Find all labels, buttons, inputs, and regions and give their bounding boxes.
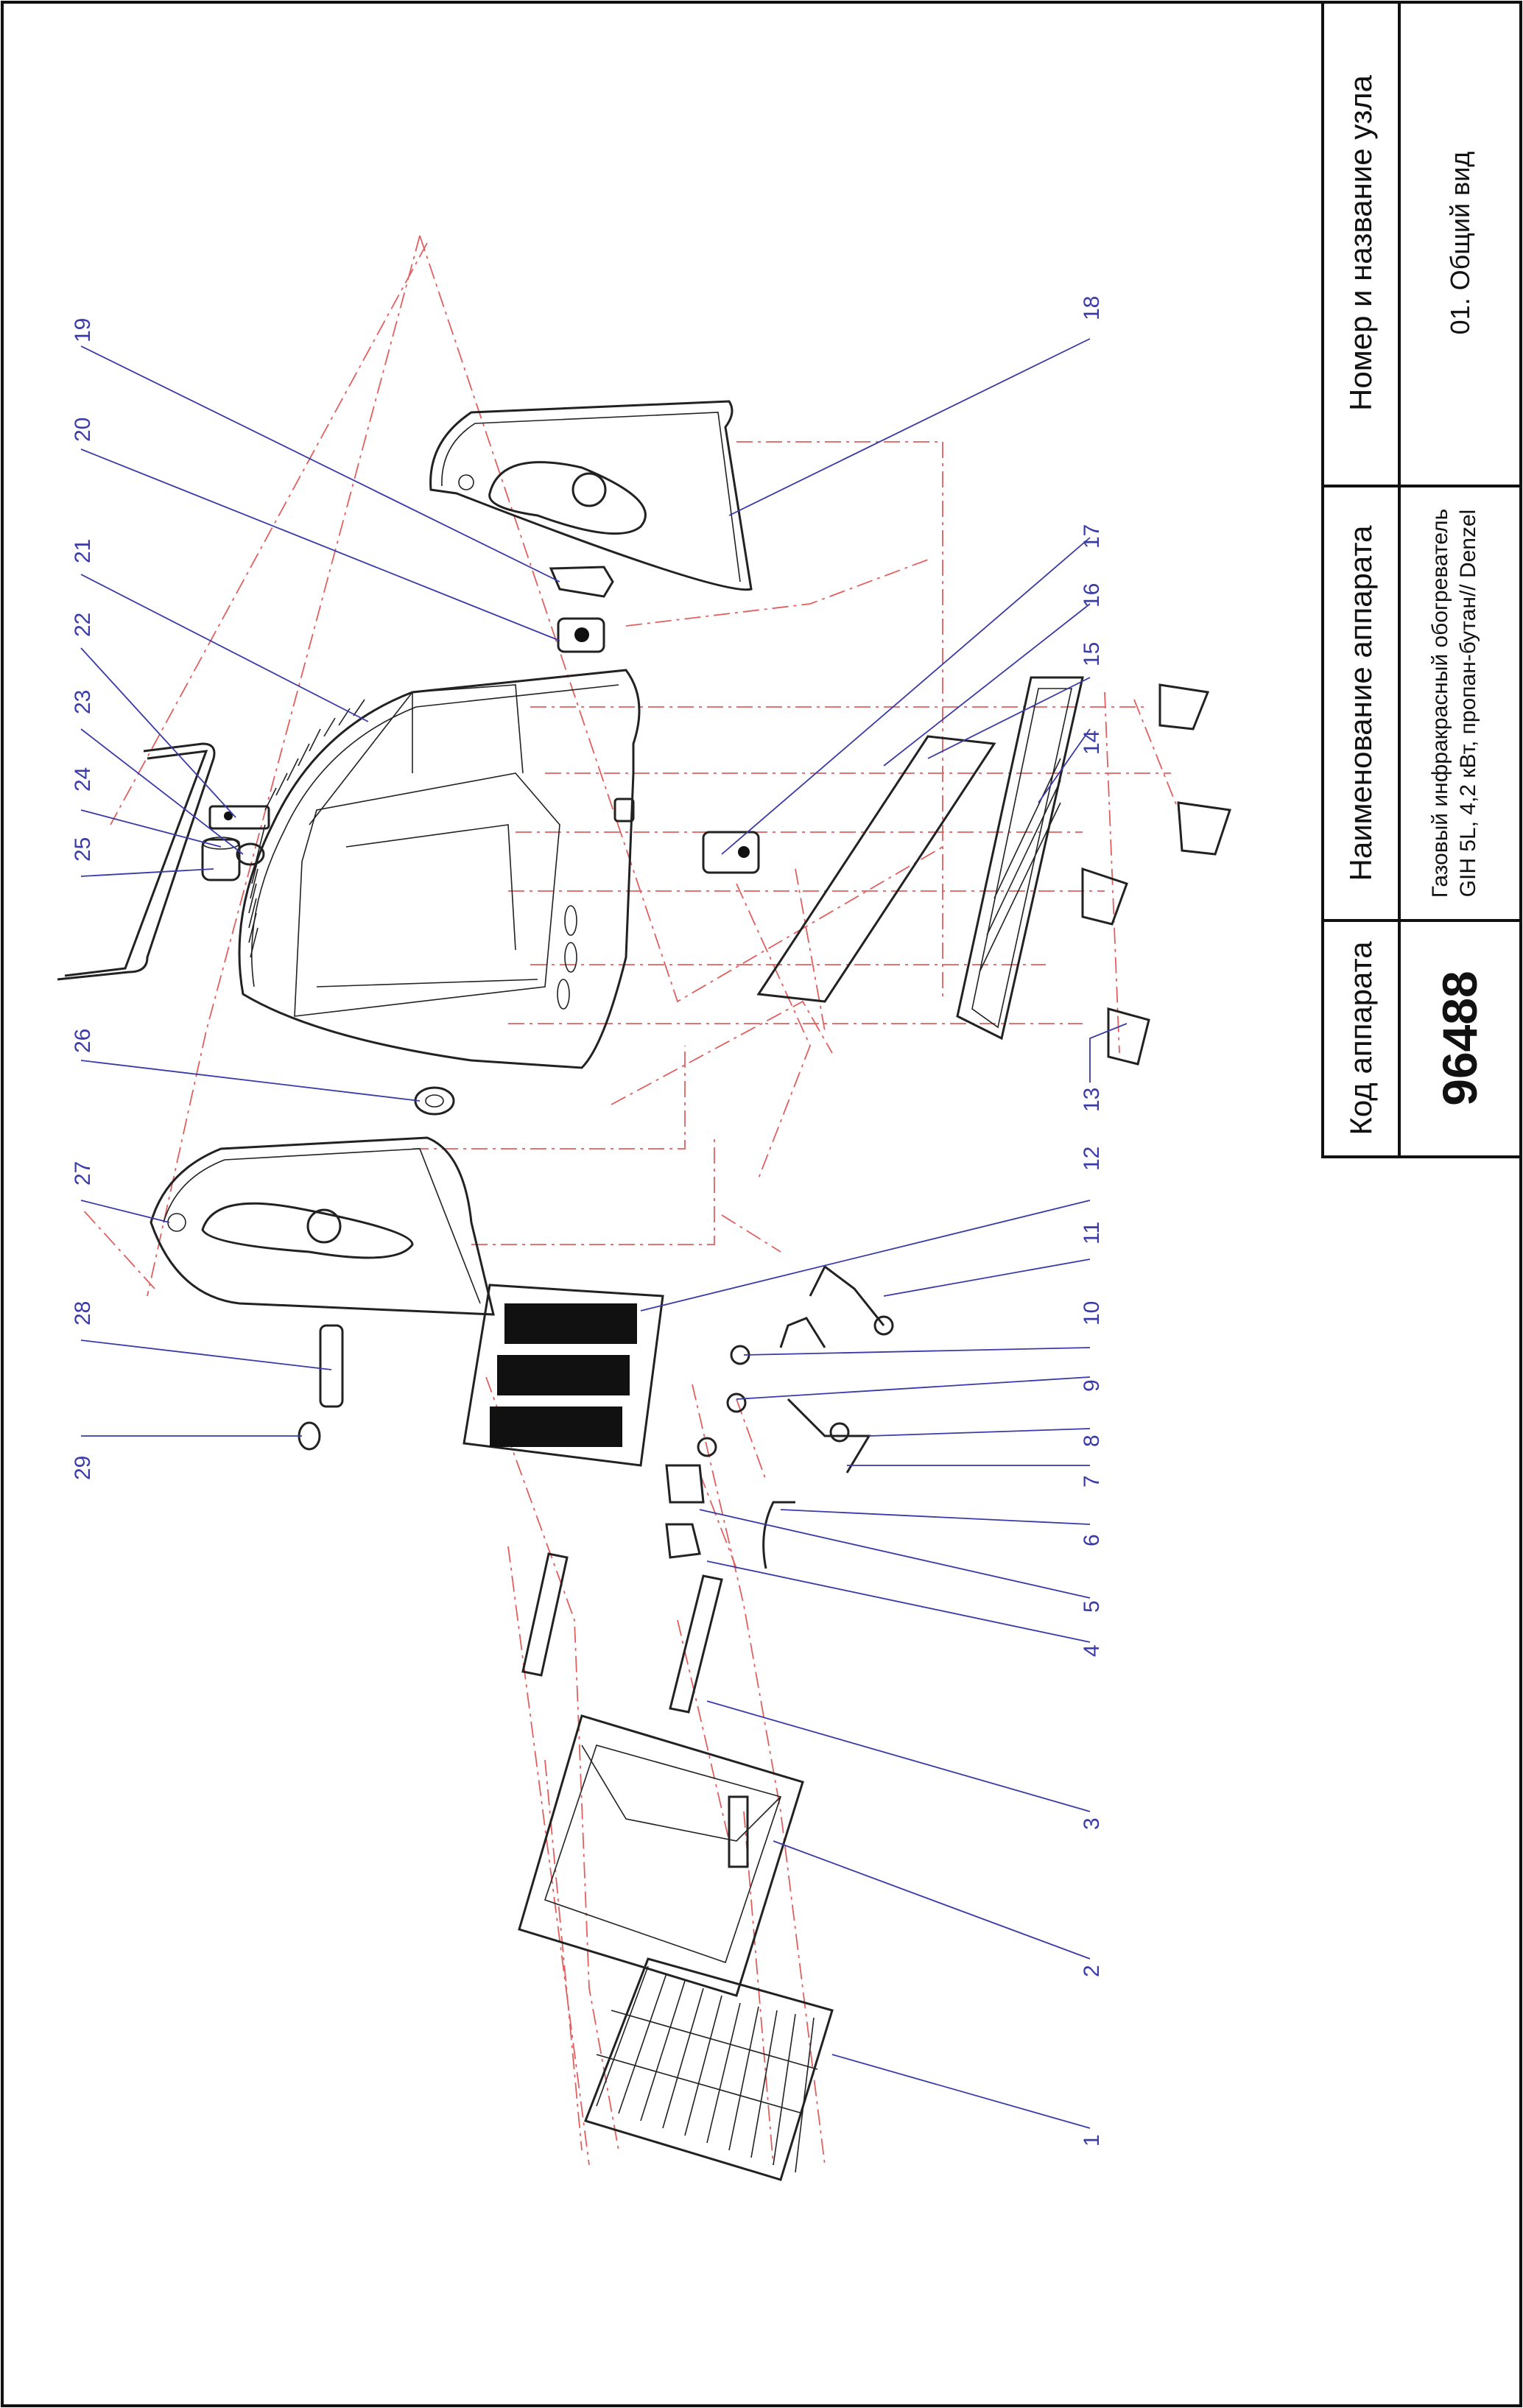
part-28-thermocouple xyxy=(319,1324,344,1408)
part-21-housing xyxy=(238,669,641,1069)
code-value: 96488 xyxy=(1432,971,1487,1106)
part-27-side-panel-left xyxy=(150,1136,495,1316)
callout-4: 4 xyxy=(1080,1644,1104,1657)
device-line1: Газовый инфракрасный обогреватель xyxy=(1428,509,1452,898)
leader-lines xyxy=(80,338,1128,2129)
part-15-seal xyxy=(613,798,635,823)
part-4-11-fittings xyxy=(665,1264,894,1569)
device-label: Наименование аппарата xyxy=(1343,525,1378,881)
callout-23: 23 xyxy=(71,690,95,714)
callout-15: 15 xyxy=(1080,642,1104,666)
part-2-front-cover xyxy=(518,1714,804,1997)
callout-29: 29 xyxy=(71,1456,95,1480)
title-block: Номер и название узла 01. Общий вид Наим… xyxy=(1321,1,1522,1158)
part-26-gasket xyxy=(414,1086,455,1116)
part-29-fitting xyxy=(298,1421,321,1451)
part-14-base-plate xyxy=(956,676,1084,1041)
callout-27: 27 xyxy=(71,1161,95,1186)
part-13-feet xyxy=(1081,683,1231,1066)
part-19-bracket xyxy=(549,566,614,598)
callout-6: 6 xyxy=(1080,1534,1104,1546)
part-20-valve xyxy=(557,617,605,653)
callout-21: 21 xyxy=(71,539,95,563)
node-label: Номер и название узла xyxy=(1343,74,1378,411)
part-1-grill xyxy=(584,1957,834,2181)
node-value: 01. Общий вид xyxy=(1445,152,1475,335)
callout-25: 25 xyxy=(71,837,95,862)
callout-24: 24 xyxy=(71,767,95,792)
callout-13: 13 xyxy=(1080,1088,1104,1112)
part-23-burner-nozzle xyxy=(208,805,270,830)
callout-20: 20 xyxy=(71,418,95,442)
callout-8: 8 xyxy=(1080,1434,1104,1447)
projection-lines xyxy=(80,235,1179,2166)
callout-14: 14 xyxy=(1080,731,1104,755)
callout-17: 17 xyxy=(1080,524,1104,549)
callout-11: 11 xyxy=(1080,1222,1104,1245)
part-18-side-panel-right xyxy=(429,400,753,591)
callout-12: 12 xyxy=(1080,1147,1104,1171)
callout-10: 10 xyxy=(1080,1301,1104,1326)
part-3-rails xyxy=(521,1552,723,1714)
callout-5: 5 xyxy=(1080,1600,1104,1613)
callout-16: 16 xyxy=(1080,583,1104,608)
part-16-reflector-plate xyxy=(756,735,996,1003)
device-line2: GIH 5L, 4,2 кВт, пропан-бутан// Denzel xyxy=(1456,510,1480,898)
part-12-ceramic-burner xyxy=(462,1284,664,1467)
callout-1: 1 xyxy=(1080,2134,1104,2147)
callout-26: 26 xyxy=(71,1029,95,1053)
callout-3: 3 xyxy=(1080,1817,1104,1830)
callout-18: 18 xyxy=(1080,296,1104,320)
part-24-knob-ring xyxy=(236,842,265,866)
callout-9: 9 xyxy=(1080,1379,1104,1392)
code-label: Код аппарата xyxy=(1343,941,1378,1136)
callout-22: 22 xyxy=(71,613,95,637)
callout-2: 2 xyxy=(1080,1965,1104,1977)
part-22-handle xyxy=(57,742,216,981)
callout-28: 28 xyxy=(71,1301,95,1326)
part-17-gas-valve xyxy=(702,831,760,874)
callout-19: 19 xyxy=(71,318,95,342)
callout-7: 7 xyxy=(1080,1475,1104,1488)
callout-numbers: 1 2 3 4 5 6 7 8 9 10 11 12 13 14 15 16 1… xyxy=(71,296,1104,2147)
